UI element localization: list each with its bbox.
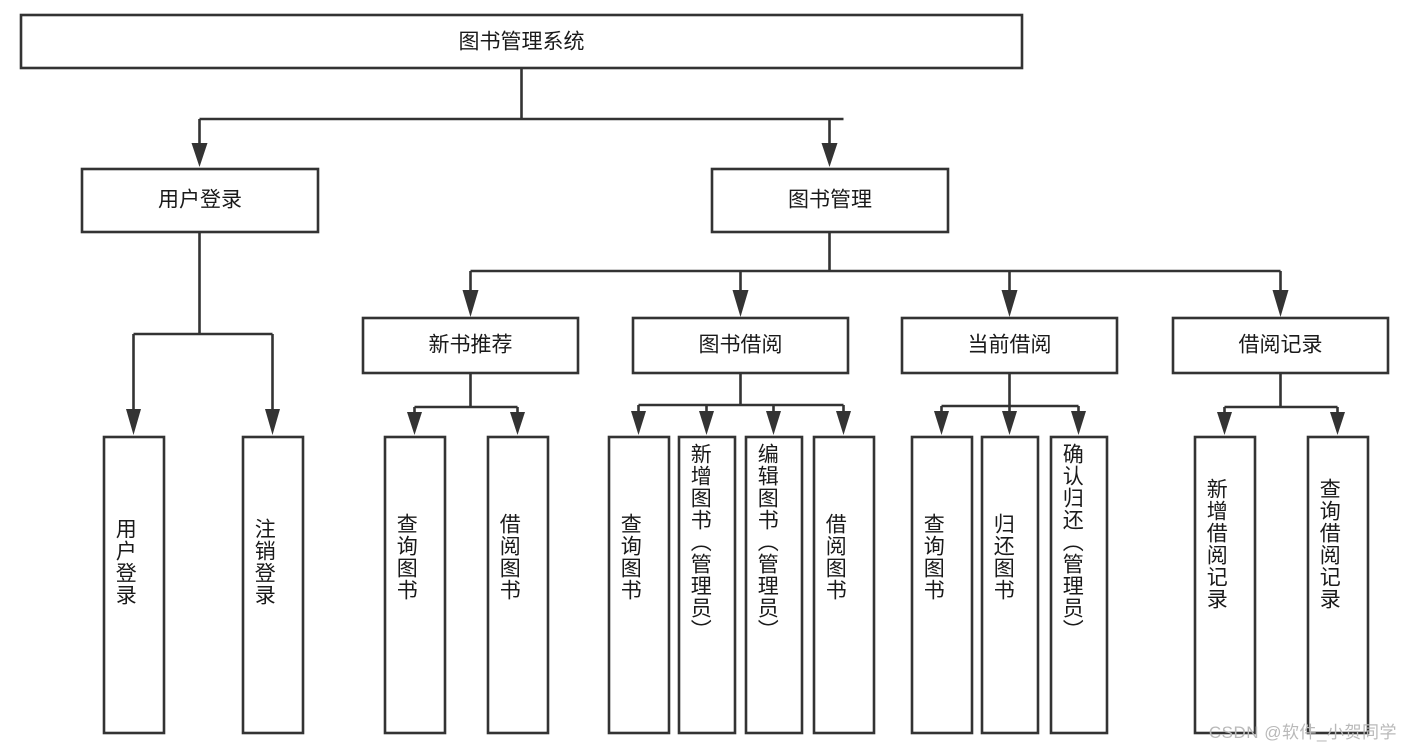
- arrowhead-user-login: [191, 143, 208, 167]
- node-root-box[interactable]: [19, 13, 1024, 70]
- node-book-management[interactable]: 图书管理: [710, 167, 950, 234]
- node-leaf-confirm-return-box[interactable]: [1049, 435, 1109, 735]
- node-user-login-box[interactable]: [80, 167, 320, 234]
- node-leaf-return-book-box[interactable]: [980, 435, 1040, 735]
- arrowhead-leaf-borrow-book-1: [510, 412, 525, 435]
- node-current-borrow-box[interactable]: [900, 316, 1119, 375]
- node-root[interactable]: 图书管理系统: [19, 13, 1024, 70]
- node-new-book-recommend-box[interactable]: [361, 316, 580, 375]
- arrowhead-leaf-edit-book: [766, 411, 781, 435]
- node-borrow-record-label: 借阅记录: [1239, 334, 1323, 357]
- arrowhead-book-management: [821, 143, 838, 167]
- arrowhead-current-borrow: [1001, 290, 1018, 317]
- node-current-borrow[interactable]: 当前借阅: [900, 316, 1119, 375]
- arrowhead-leaf-borrow-book-2: [836, 411, 851, 435]
- arrowhead-leaf-confirm-return: [1071, 411, 1086, 435]
- node-leaf-add-book-box[interactable]: [677, 435, 737, 735]
- node-borrow-record[interactable]: 借阅记录: [1171, 316, 1390, 375]
- node-leaf-query-book-1-box[interactable]: [383, 435, 447, 735]
- arrowhead-new-book-recommend: [462, 290, 479, 317]
- node-new-book-recommend-label: 新书推荐: [429, 334, 513, 357]
- node-borrow-record-box[interactable]: [1171, 316, 1390, 375]
- connector-layer: [126, 68, 1345, 435]
- node-leaf-user-login-box[interactable]: [102, 435, 166, 735]
- arrowhead-leaf-add-record: [1217, 412, 1232, 435]
- node-current-borrow-label: 当前借阅: [968, 334, 1052, 357]
- node-book-borrow-label: 图书借阅: [699, 334, 783, 357]
- arrowhead-leaf-return-book: [1002, 411, 1017, 435]
- node-book-management-label: 图书管理: [788, 189, 872, 212]
- node-leaf-logout-login-box[interactable]: [241, 435, 305, 735]
- arrowhead-borrow-record: [1272, 290, 1289, 317]
- node-user-login[interactable]: 用户登录: [80, 167, 320, 234]
- node-leaf-query-record-box[interactable]: [1306, 435, 1370, 735]
- node-leaf-query-book-3-box[interactable]: [910, 435, 974, 735]
- node-book-borrow-box[interactable]: [631, 316, 850, 375]
- node-root-label: 图书管理系统: [459, 31, 585, 54]
- arrowhead-book-borrow: [732, 290, 749, 317]
- node-book-borrow[interactable]: 图书借阅: [631, 316, 850, 375]
- node-leaf-add-record-box[interactable]: [1193, 435, 1257, 735]
- arrowhead-leaf-query-record: [1330, 412, 1345, 435]
- arrowhead-leaf-user-login: [126, 409, 141, 435]
- node-leaf-edit-book-box[interactable]: [744, 435, 804, 735]
- node-leaf-query-book-2-box[interactable]: [607, 435, 671, 735]
- arrowhead-leaf-query-book-3: [934, 411, 949, 435]
- node-book-management-box[interactable]: [710, 167, 950, 234]
- arrowhead-leaf-query-book-1: [407, 412, 422, 435]
- csdn-watermark: CSDN @软件_小贺同学: [1208, 723, 1397, 742]
- arrowhead-leaf-add-book: [699, 411, 714, 435]
- node-leaf-borrow-book-2-box[interactable]: [812, 435, 876, 735]
- arrowhead-leaf-query-book-2: [631, 411, 646, 435]
- arrowhead-leaf-logout-login: [265, 409, 280, 435]
- node-leaf-borrow-book-1-box[interactable]: [486, 435, 550, 735]
- node-new-book-recommend[interactable]: 新书推荐: [361, 316, 580, 375]
- node-user-login-label: 用户登录: [158, 189, 242, 212]
